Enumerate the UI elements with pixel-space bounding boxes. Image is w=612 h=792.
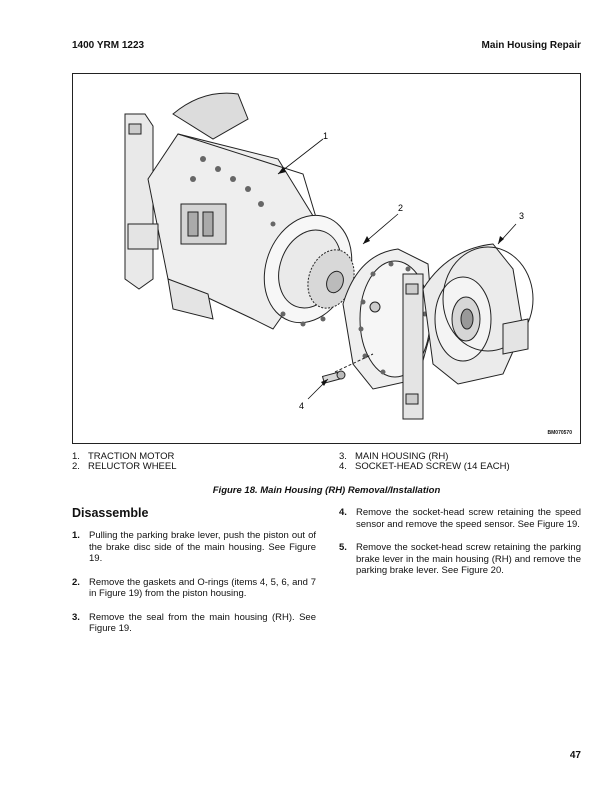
legend-item: 4.SOCKET-HEAD SCREW (14 EACH) [339,461,510,472]
callout-4: 4 [299,401,304,411]
figure-caption: Figure 18. Main Housing (RH) Removal/Ins… [212,485,441,496]
step-5: 5.Remove the socket-head screw retaining… [339,542,581,576]
legend-column-left: 1.TRACTION MOTOR 2.RELUCTOR WHEEL [72,452,177,472]
page-header-left: 1400 YRM 1223 [72,40,145,51]
callout-1: 1 [323,131,328,141]
section-title: Disassemble [72,506,149,520]
legend-item: 2.RELUCTOR WHEEL [72,461,177,472]
figure-code: BM070570 [547,430,572,436]
page-number: 47 [569,750,581,761]
callout-2: 2 [398,203,403,213]
motor-assembly-drawing: 1 2 3 4 [124,92,534,420]
step-1: 1.Pulling the parking brake lever, push … [72,530,316,564]
legend-item: 1.TRACTION MOTOR [72,451,175,462]
legend-column-right: 3.MAIN HOUSING (RH) 4.SOCKET-HEAD SCREW … [339,452,510,472]
legend-item: 3.MAIN HOUSING (RH) [339,451,449,462]
page-header-right: Main Housing Repair [481,40,581,51]
steps-column-left: 1.Pulling the parking brake lever, push … [72,530,316,647]
callout-3: 3 [519,211,524,221]
step-3: 3.Remove the seal from the main housing … [72,611,316,635]
steps-column-right: 4.Remove the socket-head screw retaining… [339,507,581,589]
step-2: 2.Remove the gaskets and O-rings (items … [72,576,316,600]
step-4: 4.Remove the socket-head screw retaining… [339,507,581,530]
figure-illustration: 1 2 3 4 BM070570 [72,73,581,444]
